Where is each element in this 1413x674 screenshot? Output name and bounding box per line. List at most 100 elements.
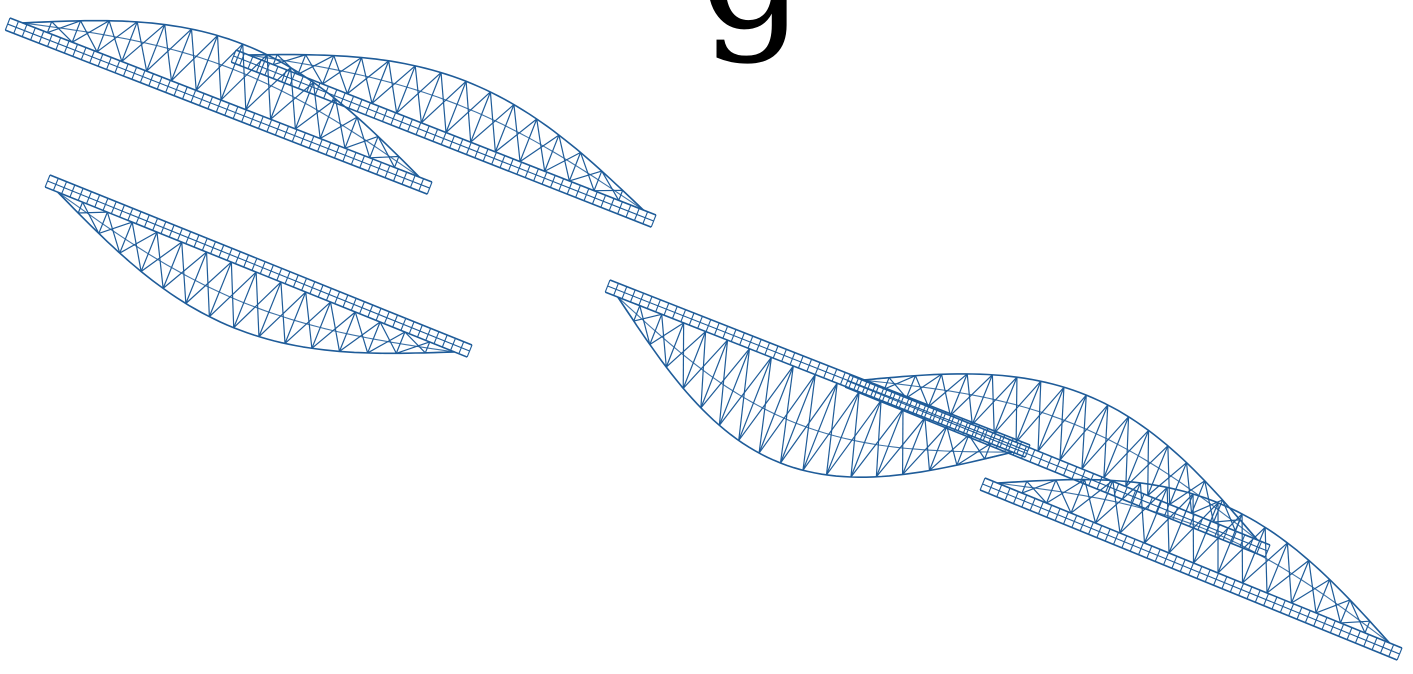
deck-tie	[622, 287, 627, 299]
truss-diagonal	[992, 375, 994, 434]
truss-diagonal	[1016, 377, 1017, 442]
deck-tie	[824, 366, 829, 378]
truss-vertical	[120, 222, 132, 253]
deck-tie	[103, 198, 108, 210]
deck-tie	[302, 278, 307, 290]
deck-tie	[326, 288, 331, 300]
truss-diagonal	[99, 222, 132, 233]
truss-diagonal	[58, 192, 78, 213]
truss-vertical	[569, 153, 580, 181]
deck-tie	[1339, 624, 1344, 636]
deck-tie	[231, 50, 236, 62]
deck-tie	[618, 202, 623, 214]
deck-tie	[442, 335, 447, 347]
deck-tie	[340, 93, 345, 105]
deck-tie	[56, 38, 61, 50]
truss-vertical	[147, 25, 165, 72]
deck-tie	[343, 149, 348, 161]
deck-tie	[269, 265, 274, 277]
deck-tie	[351, 298, 356, 310]
deck-tie	[277, 268, 282, 280]
deck-tie	[5, 18, 10, 30]
deck-tie	[132, 67, 137, 79]
deck-tie	[161, 222, 166, 234]
truss-diagonal	[1291, 579, 1329, 602]
deck-tie	[368, 305, 373, 317]
deck-tie	[1047, 505, 1052, 517]
deck-tie	[458, 139, 463, 151]
deck-tie	[382, 109, 387, 121]
deck-tie	[1047, 457, 1052, 469]
deck-tie	[714, 323, 719, 335]
deck-tie	[408, 119, 413, 131]
truss-diagonal	[1060, 405, 1108, 460]
deck-tie	[630, 290, 635, 302]
truss-diagonal	[1047, 480, 1085, 503]
deck-tie	[284, 126, 289, 138]
deck-tie	[252, 258, 257, 270]
truss-diagonal	[994, 381, 1041, 433]
deck-tie	[242, 110, 247, 122]
deck-tie	[111, 202, 116, 214]
truss-diagonal	[929, 435, 968, 471]
deck-tie	[1055, 460, 1060, 472]
deck-tie	[723, 326, 728, 338]
deck-tie	[483, 149, 488, 161]
deck-tie	[475, 146, 480, 158]
truss-vertical	[285, 292, 306, 343]
deck-tie	[273, 67, 278, 79]
truss-diagonal	[701, 349, 750, 408]
deck-tie	[1380, 641, 1385, 653]
deck-tie	[377, 162, 382, 174]
deck-tie	[416, 123, 421, 135]
deck-tie	[360, 302, 365, 314]
deck-tie	[639, 293, 644, 305]
deck-tie	[1089, 522, 1094, 534]
deck-tie	[351, 152, 356, 164]
truss-diagonal	[876, 418, 925, 477]
deck-tie	[584, 189, 589, 201]
truss-diagonal	[132, 222, 141, 271]
deck-tie	[178, 228, 183, 240]
truss-diagonal	[1330, 579, 1341, 622]
deck-tie	[832, 369, 837, 381]
deck-tie	[250, 113, 255, 125]
deck-tie	[1289, 604, 1294, 616]
truss-diagonal	[1340, 621, 1369, 623]
deck-tie	[1072, 467, 1077, 479]
deck-tie	[393, 315, 398, 327]
deck-tie	[782, 349, 787, 361]
deck-tie	[391, 113, 396, 125]
deck-tie	[275, 123, 280, 135]
deck-tie	[318, 285, 323, 297]
deck-tie	[153, 218, 158, 230]
deck-tie	[409, 322, 414, 334]
deck-tie	[186, 232, 191, 244]
deck-tie	[202, 238, 207, 250]
truss-vertical	[1148, 446, 1168, 496]
truss-diagonal	[1309, 560, 1316, 613]
truss-diagonal	[389, 61, 397, 113]
truss-diagonal	[1265, 527, 1267, 593]
truss-diagonal	[972, 377, 1017, 424]
deck-tie	[740, 333, 745, 345]
deck-tie	[1222, 577, 1227, 589]
deck-tie	[402, 172, 407, 184]
truss-diagonal	[446, 92, 490, 133]
deck-tie	[301, 133, 306, 145]
deck-tie	[748, 336, 753, 348]
deck-tie	[988, 481, 993, 493]
truss-vertical	[950, 374, 967, 416]
deck-tie	[140, 70, 145, 82]
deck-tie	[1139, 543, 1144, 555]
deck-tie	[1080, 519, 1085, 531]
deck-tie	[756, 339, 761, 351]
truss-diagonal	[925, 418, 930, 471]
deck-tie	[467, 345, 472, 357]
deck-tie	[1038, 453, 1043, 465]
deck-tie	[335, 292, 340, 304]
truss-vertical	[99, 212, 108, 233]
deck-tie	[310, 282, 315, 294]
deck-tie	[90, 51, 95, 63]
deck-tie	[235, 252, 240, 264]
